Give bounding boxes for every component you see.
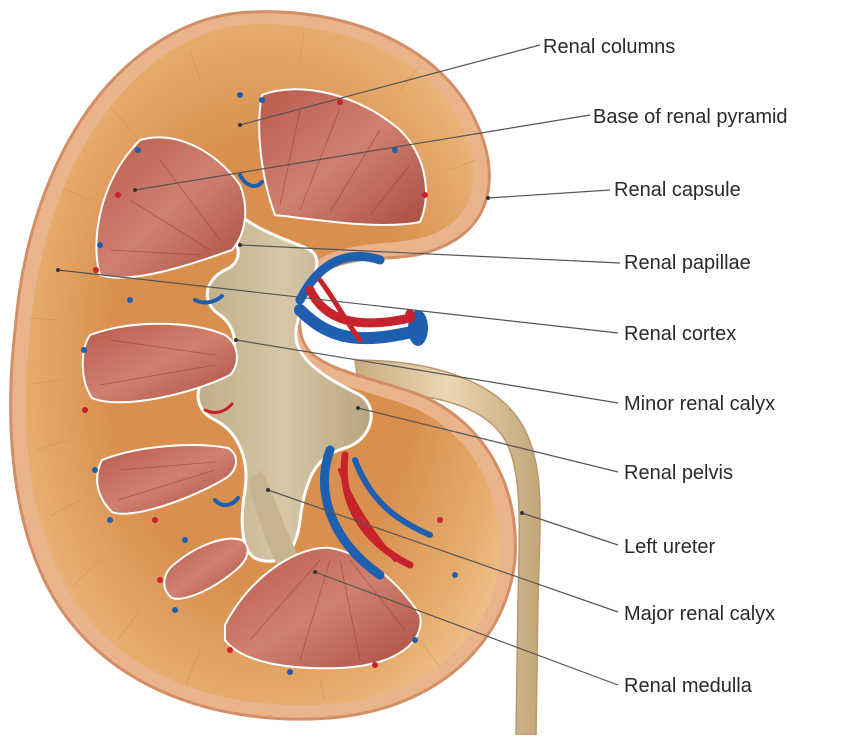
label-renal-medulla: Renal medulla [624, 676, 752, 696]
label-major-renal-calyx: Major renal calyx [624, 604, 775, 624]
label-left-ureter: Left ureter [624, 537, 715, 557]
label-base-of-renal-pyramid: Base of renal pyramid [593, 107, 788, 127]
label-renal-capsule: Renal capsule [614, 180, 741, 200]
label-renal-papillae: Renal papillae [624, 253, 751, 273]
label-renal-cortex: Renal cortex [624, 324, 736, 344]
renal-artery-end [405, 309, 415, 323]
label-minor-renal-calyx: Minor renal calyx [624, 394, 775, 414]
label-renal-columns: Renal columns [543, 37, 675, 57]
label-renal-pelvis: Renal pelvis [624, 463, 733, 483]
leader-renal-capsule [488, 190, 610, 198]
